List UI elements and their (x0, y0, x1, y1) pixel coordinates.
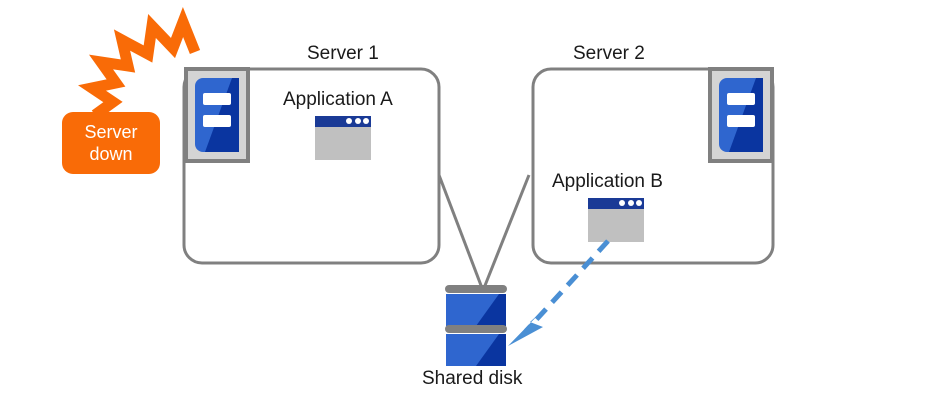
server1-title: Server 1 (307, 43, 379, 64)
shared-disk-label: Shared disk (422, 368, 523, 389)
server-down-badge[interactable]: Server down (62, 112, 160, 174)
application-a-window-icon[interactable] (315, 116, 371, 160)
shared-disk-icon[interactable] (445, 285, 507, 366)
explosion-burst-icon (78, 6, 201, 120)
server2-tower-icon (708, 67, 774, 163)
failover-arrow (508, 239, 610, 346)
server-down-line1: Server (84, 121, 138, 142)
server1-disk-link (437, 174, 484, 289)
application-b-label: Application B (552, 171, 663, 192)
server1-tower-icon (184, 67, 250, 163)
server-down-line2: down (89, 144, 133, 164)
application-b-window-icon[interactable] (588, 198, 644, 242)
server2-title: Server 2 (573, 43, 645, 64)
server2-disk-link (482, 174, 531, 289)
application-a-label: Application A (283, 89, 393, 110)
